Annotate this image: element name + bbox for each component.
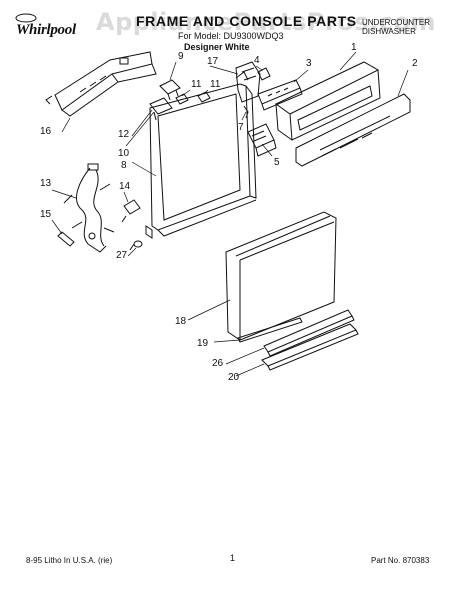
part-11-clip-left — [175, 93, 189, 105]
callout-17: 17 — [207, 56, 219, 67]
callout-26: 26 — [212, 358, 224, 369]
part-4-fastener — [257, 67, 271, 81]
part-18-outer-door-panel — [225, 211, 337, 341]
callout-10: 10 — [118, 148, 130, 159]
footer-page-number: 1 — [230, 553, 236, 563]
callout-7: 7 — [238, 122, 244, 133]
part-1-console — [275, 61, 381, 141]
appliance-type: UNDERCOUNTER DISHWASHER — [362, 18, 432, 36]
brand-logo-emblem — [15, 13, 37, 23]
part-12-bracket — [149, 97, 173, 121]
footer-part-number: Part No. 870383 — [371, 556, 430, 565]
footer-litho: 8-95 Litho In U.S.A. (rie) — [26, 556, 113, 565]
callout-13: 13 — [40, 178, 52, 189]
callout-11-left: 11 — [191, 79, 202, 90]
part-11-clip-right — [197, 91, 211, 103]
callout-20: 20 — [228, 372, 240, 383]
brand-logo: Whirlpool — [16, 22, 76, 38]
part-9-hinge — [159, 79, 181, 101]
part-14-switch — [121, 199, 141, 223]
part-3-switch-assembly — [257, 79, 303, 111]
part-15-clip — [57, 231, 75, 247]
model-number: For Model: DU9300WDQ3 — [178, 31, 284, 41]
part-27-screw — [129, 240, 143, 251]
callout-19: 19 — [197, 338, 209, 349]
callout-16: 16 — [40, 126, 52, 137]
callout-2: 2 — [412, 58, 418, 69]
page-title: FRAME AND CONSOLE PARTS — [136, 13, 357, 29]
callout-8: 8 — [121, 160, 127, 171]
callout-11-right: 11 — [210, 79, 221, 90]
part-20-kick-strip — [261, 323, 359, 371]
callout-27: 27 — [116, 250, 128, 261]
watermark-text: AppliancePartsPros.com — [96, 8, 436, 36]
part-17-control-bracket — [235, 61, 261, 103]
callout-9: 9 — [178, 51, 184, 62]
part-26-trim-strip — [263, 309, 355, 357]
part-8-door-frame — [145, 71, 257, 239]
appliance-type-line1: UNDERCOUNTER — [362, 18, 430, 27]
callout-3: 3 — [306, 58, 312, 69]
callout-5: 5 — [274, 157, 280, 168]
callout-12: 12 — [118, 129, 130, 140]
part-16-vent-bracket — [45, 51, 157, 117]
callout-15: 15 — [40, 209, 52, 220]
designer-label: Designer White — [184, 42, 250, 52]
callout-14: 14 — [119, 181, 131, 192]
part-2-console-panel — [295, 93, 411, 167]
part-19-bottom-trim — [237, 317, 303, 343]
part-5-module — [247, 123, 277, 157]
part-7-screw — [243, 105, 249, 119]
appliance-type-line2: DISHWASHER — [362, 27, 416, 36]
callout-18: 18 — [175, 316, 187, 327]
leader-lines — [51, 51, 409, 377]
callout-1: 1 — [351, 42, 357, 53]
callout-4: 4 — [254, 55, 260, 66]
part-13-wire-harness — [63, 163, 115, 253]
